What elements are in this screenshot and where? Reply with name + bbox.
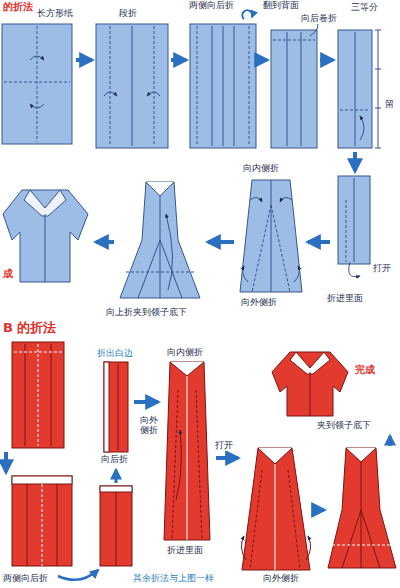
step-label-box: 翻到背面	[262, 1, 300, 11]
red-step-1	[12, 342, 64, 448]
step-label: 向上折夹到领子底下	[105, 308, 188, 318]
red-step-7	[328, 448, 396, 568]
section-title: 完成	[354, 364, 376, 375]
step-arrow	[208, 240, 234, 244]
step-arrow	[308, 240, 330, 244]
step-label: 向内侧折	[242, 164, 280, 174]
step-label-box: 向外侧折	[262, 574, 300, 584]
section-title: 的折法	[2, 1, 34, 12]
step-label: 长方形纸	[36, 9, 74, 19]
step-label: 折进里面	[326, 294, 364, 304]
blue-shirt-result	[3, 190, 88, 282]
step-label-box: 的折法	[2, 1, 34, 12]
step-label-box: 折进里面	[326, 294, 364, 304]
step-label-box: 两侧向后折	[2, 574, 49, 584]
step-arrow	[134, 400, 158, 404]
red-shirt-result	[272, 352, 348, 416]
step-label-box: 向后卷折	[300, 14, 338, 24]
red-step-3	[100, 486, 132, 566]
step-label-box: 成	[2, 268, 14, 279]
step-label: 折进里面	[166, 546, 204, 556]
step-arrow	[76, 58, 92, 62]
red-step-6	[241, 448, 310, 570]
step-arrow	[389, 436, 392, 446]
step-arrow	[312, 508, 324, 512]
blue-step-3	[190, 24, 256, 148]
blue-step-6	[338, 176, 370, 277]
step-label-box: 向后折	[100, 455, 129, 465]
turn-over-arrow	[242, 10, 252, 19]
red-step-5	[164, 362, 210, 540]
red-step-2	[12, 476, 72, 566]
step-label-box: 三等分	[350, 3, 379, 13]
step-arrow	[259, 58, 267, 62]
step-label: 翻到背面	[262, 1, 300, 11]
step-label: 段折	[118, 9, 138, 19]
step-label-box: 长方形纸	[36, 9, 74, 19]
step-label-box: 折进里面	[166, 546, 204, 556]
blue-step-4	[271, 20, 318, 148]
step-label-box: 完成	[354, 364, 376, 375]
step-label-box: 折出白边	[96, 349, 134, 359]
blue-step-8	[120, 182, 200, 298]
section-title: B 的折法	[2, 321, 57, 335]
step-label-box: 其余折法与上图一样	[132, 574, 215, 584]
blue-step-7	[240, 180, 302, 292]
step-label: 打开	[214, 441, 234, 451]
step-label-box: 向外侧折	[139, 416, 159, 436]
blue-step-1	[2, 24, 72, 144]
step-label-box: 段折	[118, 9, 138, 19]
step-label: 其余折法与上图一样	[132, 574, 215, 584]
section-title: 成	[2, 268, 14, 279]
step-label: 折出白边	[96, 349, 134, 359]
step-arrow	[58, 570, 98, 580]
step-arrow	[96, 240, 114, 244]
step-arrow	[115, 470, 118, 483]
step-label: 打开	[372, 264, 392, 274]
red-step-4	[104, 362, 128, 452]
step-label: 两侧向后折	[188, 1, 235, 11]
step-label: 两侧向后折	[2, 574, 49, 584]
step-arrow	[171, 58, 186, 62]
step-arrow	[320, 58, 333, 62]
step-label: 留	[384, 100, 395, 110]
step-label: 向外侧折	[240, 298, 278, 308]
step-label-box: 两侧向后折	[188, 1, 235, 11]
step-label: 向外侧折	[262, 574, 300, 584]
step-label-box: 向内侧折	[242, 164, 280, 174]
step-label-box: 打开	[214, 441, 234, 451]
step-arrow	[4, 452, 8, 472]
blue-step-2	[96, 24, 168, 148]
step-label-box: 向内侧折	[166, 348, 204, 358]
step-arrow	[353, 152, 357, 171]
step-arrow	[216, 456, 238, 460]
step-label-box: B 的折法	[2, 321, 57, 335]
step-label-box: 向外侧折	[240, 298, 278, 308]
blue-step-5	[338, 30, 381, 148]
step-label-box: 打开	[372, 264, 392, 274]
step-label-box: 向上折夹到领子底下	[105, 308, 188, 318]
step-label: 向后卷折	[300, 14, 338, 24]
step-label-box: 夹到领子底下	[316, 421, 372, 431]
step-label: 向内侧折	[166, 348, 204, 358]
step-label-box: 留	[384, 100, 395, 110]
step-label: 三等分	[350, 3, 379, 13]
step-label: 向外侧折	[139, 416, 159, 436]
step-label: 向后折	[100, 455, 129, 465]
step-label: 夹到领子底下	[316, 421, 372, 431]
